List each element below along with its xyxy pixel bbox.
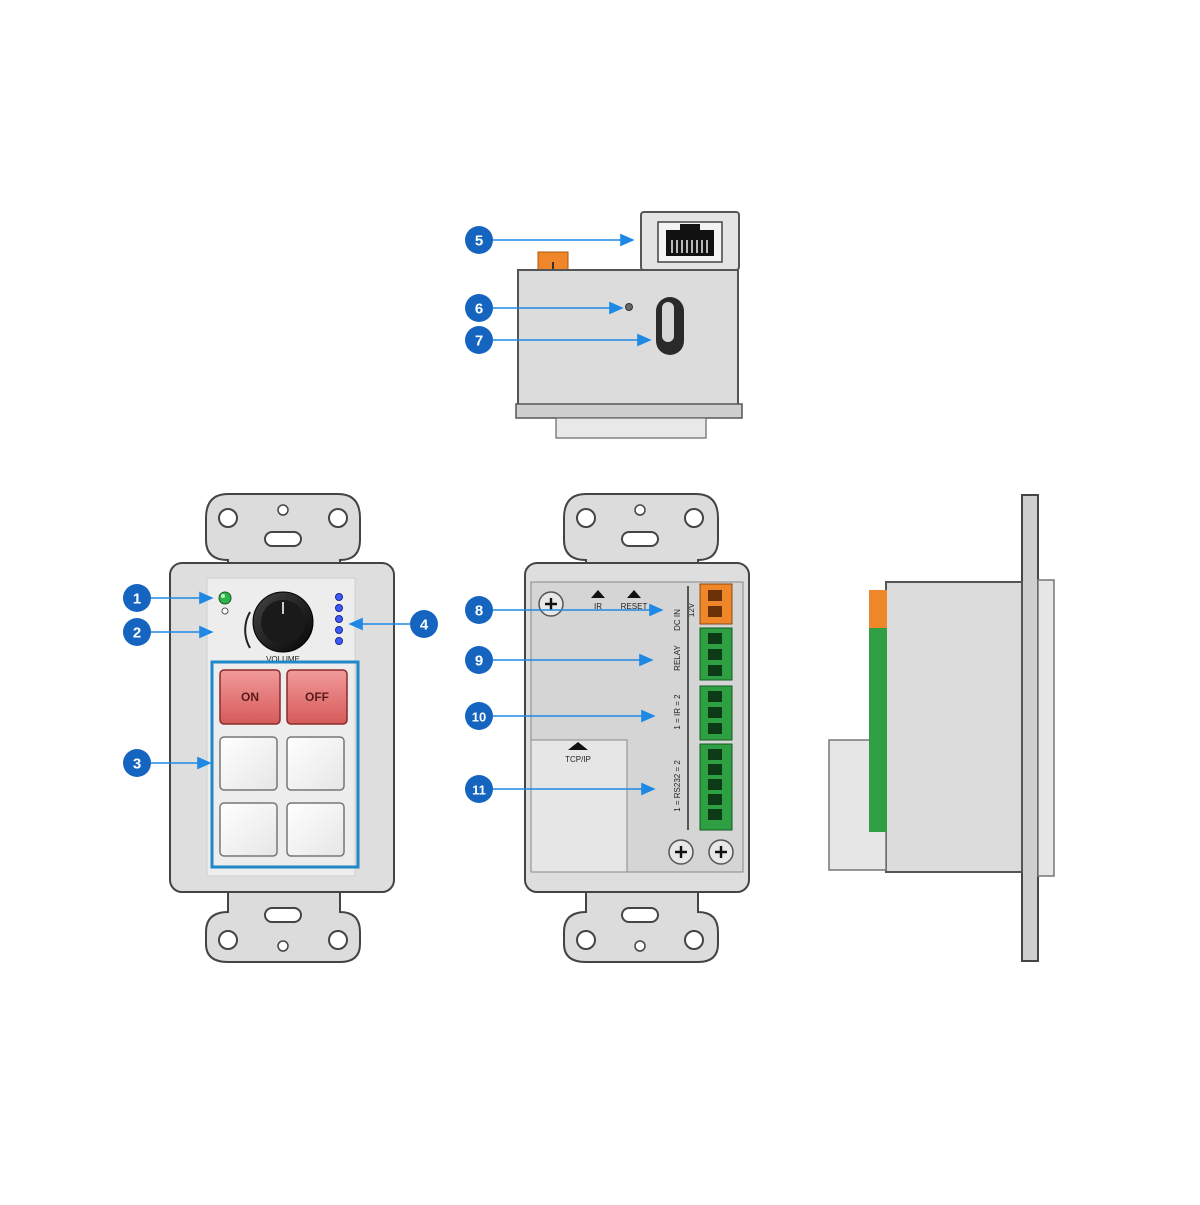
- ir-terminal-label: 1 = IR = 2: [673, 694, 682, 730]
- svg-text:11: 11: [472, 783, 486, 798]
- rear-panel: IR RESET TCP/IP DC IN 12V RELAY 1 = IR =…: [524, 493, 750, 963]
- off-button[interactable]: OFF: [286, 669, 348, 725]
- reset-pinhole: [625, 303, 633, 311]
- callouts: 5 6 7 1 2 3 4 8 9 10 11: [123, 226, 493, 803]
- volume-level-leds: [335, 593, 343, 645]
- svg-text:OFF: OFF: [305, 690, 329, 704]
- 12v-label: 12V: [687, 602, 696, 617]
- arrow-up-icon: [568, 742, 588, 750]
- blank-button-3[interactable]: [219, 802, 278, 857]
- arrow-up-icon: [627, 590, 641, 598]
- callout-4: 4: [410, 610, 438, 638]
- callout-11: 11: [465, 775, 493, 803]
- blank-button-1[interactable]: [219, 736, 278, 791]
- arrow-up-icon: [591, 590, 605, 598]
- callout-10: 10: [465, 702, 493, 730]
- side-plate: [1021, 494, 1039, 962]
- screw-icon: [668, 839, 694, 865]
- dcin-label: DC IN: [673, 609, 682, 631]
- svg-text:ON: ON: [241, 690, 259, 704]
- side-green-terminal: [869, 628, 887, 832]
- callout-6: 6: [465, 294, 493, 322]
- volume-knob-icon[interactable]: [252, 591, 314, 653]
- callout-3: 3: [123, 749, 151, 777]
- ir-sensor-dot: [221, 607, 229, 615]
- side-orange-terminal: [869, 590, 887, 628]
- top-view: [515, 211, 743, 439]
- svg-text:8: 8: [475, 603, 483, 620]
- led-icon: [218, 591, 232, 605]
- rs232-terminal-label: 1 = RS232 = 2: [673, 760, 682, 812]
- callout-9: 9: [465, 646, 493, 674]
- callout-2: 2: [123, 618, 151, 646]
- tcpip-label: TCP/IP: [565, 755, 591, 764]
- ir-port-label: IR: [594, 602, 602, 611]
- side-body: [885, 581, 1023, 873]
- svg-text:4: 4: [420, 617, 429, 634]
- button-group-box: [210, 660, 360, 869]
- volume-label: VOLUME: [266, 655, 300, 664]
- screw-icon: [708, 839, 734, 865]
- svg-text:3: 3: [133, 756, 141, 773]
- svg-text:7: 7: [475, 333, 483, 350]
- svg-text:1: 1: [133, 591, 141, 608]
- on-button[interactable]: ON: [219, 669, 281, 725]
- top-body: [517, 269, 739, 407]
- relay-label: RELAY: [673, 645, 682, 671]
- rj45-port-icon: [657, 221, 723, 263]
- callout-5: 5: [465, 226, 493, 254]
- front-panel: VOLUME ON OFF: [169, 493, 395, 963]
- callout-7: 7: [465, 326, 493, 354]
- tcpip-module: [530, 739, 628, 873]
- svg-text:5: 5: [475, 233, 483, 250]
- svg-text:9: 9: [475, 653, 483, 670]
- blank-button-4[interactable]: [286, 802, 345, 857]
- svg-text:2: 2: [133, 625, 141, 642]
- screw-icon: [538, 591, 564, 617]
- callout-1: 1: [123, 584, 151, 612]
- svg-text:10: 10: [472, 710, 486, 725]
- blank-button-2[interactable]: [286, 736, 345, 791]
- reset-port-label: RESET: [621, 602, 648, 611]
- callout-arrows: [151, 233, 664, 796]
- callout-8: 8: [465, 596, 493, 624]
- svg-text:6: 6: [475, 301, 483, 318]
- side-view: [828, 494, 1055, 962]
